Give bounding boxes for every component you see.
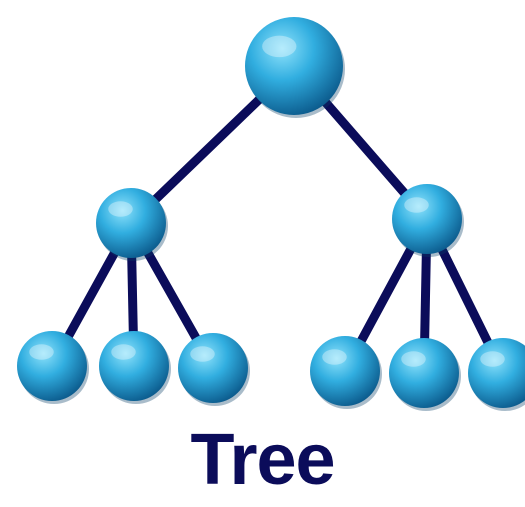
node-highlight [401, 351, 426, 366]
node-highlight [29, 344, 54, 359]
node-ball [96, 188, 166, 258]
node-highlight [108, 201, 133, 216]
diagram-caption: Tree [0, 418, 525, 502]
node-highlight [480, 351, 505, 366]
node-left-leaf-2 [99, 331, 171, 404]
node-ball [468, 338, 525, 408]
node-right-leaf-2 [389, 338, 461, 411]
node-left-leaf-1 [17, 331, 89, 404]
node-highlight [404, 197, 429, 212]
node-ball [392, 184, 462, 254]
node-highlight [322, 349, 347, 364]
node-right-leaf-3 [468, 338, 525, 411]
node-ball [310, 336, 380, 406]
node-ball [99, 331, 169, 401]
node-highlight [190, 346, 215, 361]
node-ball [389, 338, 459, 408]
node-ball [17, 331, 87, 401]
node-left-leaf-3 [178, 333, 250, 406]
node-ball [178, 333, 248, 403]
node-highlight [111, 344, 136, 359]
node-right-child [392, 184, 464, 257]
nodes [17, 17, 525, 411]
node-right-leaf-1 [310, 336, 382, 409]
node-ball [245, 17, 343, 115]
node-highlight [262, 36, 296, 58]
